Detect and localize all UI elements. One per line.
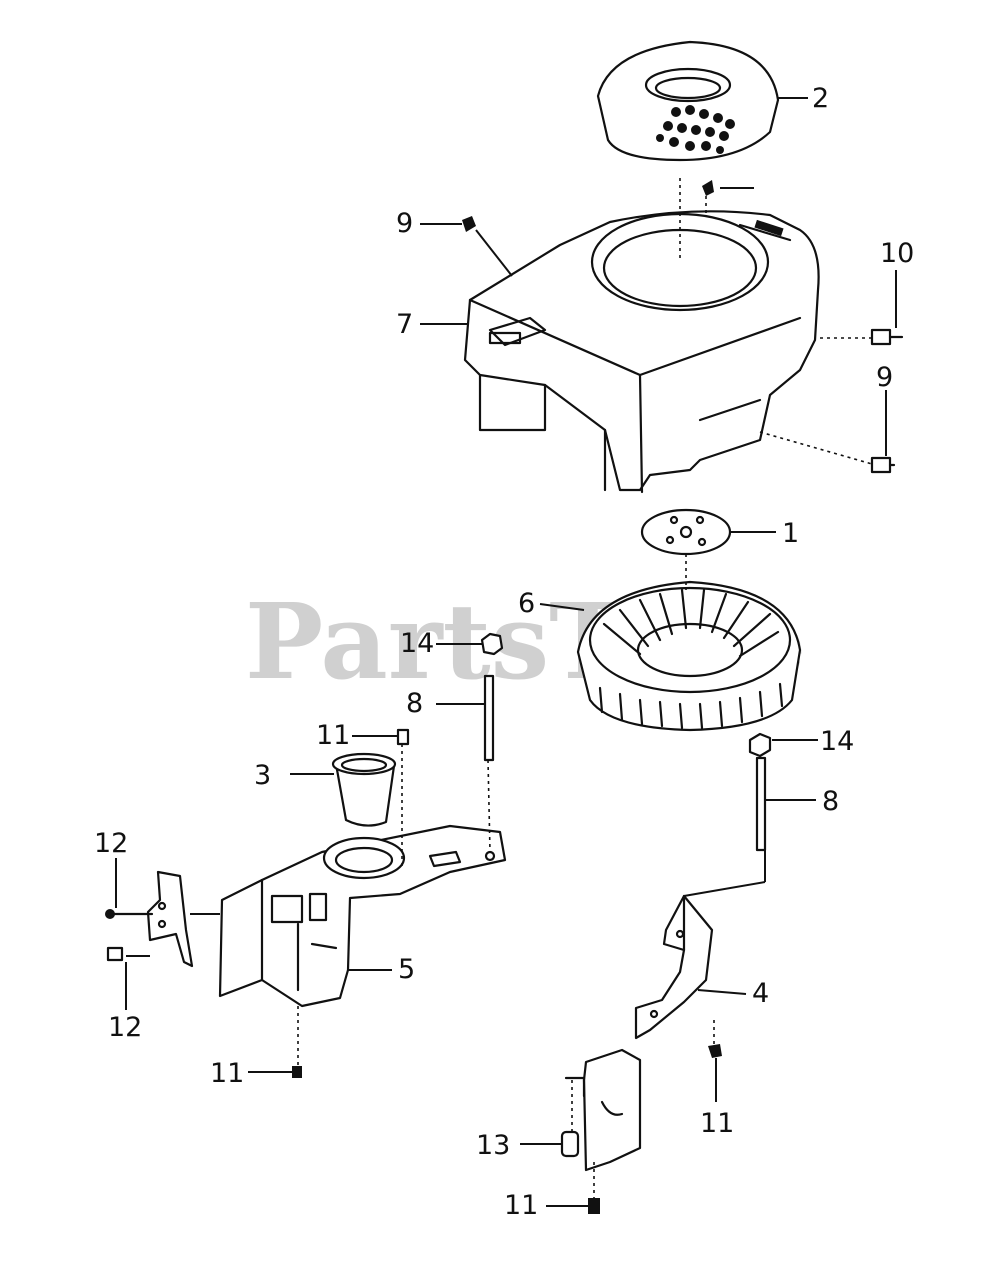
part-lower-shroud-left[interactable] xyxy=(218,824,507,1008)
callout-14-left: 14 xyxy=(400,628,434,659)
bolt-9-right[interactable] xyxy=(870,456,896,474)
part-blower-housing[interactable] xyxy=(463,210,820,494)
callout-11-bottom: 11 xyxy=(504,1190,538,1221)
part-shroud-right[interactable] xyxy=(634,894,714,1040)
bolt-13[interactable] xyxy=(560,1130,580,1158)
bolt-12-upper[interactable] xyxy=(105,909,154,919)
callout-9-upper: 9 xyxy=(396,208,413,239)
part-collar-ring[interactable] xyxy=(331,752,397,827)
bolt-11-lower-left[interactable] xyxy=(292,1066,302,1078)
callout-3: 3 xyxy=(254,760,271,791)
callout-13: 13 xyxy=(476,1130,510,1161)
nut-14-left[interactable] xyxy=(480,632,504,656)
stud-8-left[interactable] xyxy=(483,674,495,762)
bolt-9-upper[interactable] xyxy=(462,216,476,232)
callout-1: 1 xyxy=(782,518,799,549)
bolt-10[interactable] xyxy=(870,328,904,346)
callout-11-lower-left: 11 xyxy=(210,1058,244,1089)
callout-11-top: 11 xyxy=(316,720,350,751)
bolt-11-right[interactable] xyxy=(708,1044,722,1058)
bolt-12-lower[interactable] xyxy=(106,946,124,962)
callout-4: 4 xyxy=(752,978,769,1009)
part-bracket-left[interactable] xyxy=(146,870,194,968)
part-flywheel-fan[interactable] xyxy=(576,580,802,732)
callout-9-right: 9 xyxy=(876,362,893,393)
nut-14-right[interactable] xyxy=(748,732,772,758)
callout-10: 10 xyxy=(880,238,914,269)
assembly-guides xyxy=(297,178,873,1198)
callout-7: 7 xyxy=(396,309,413,340)
callout-12-upper: 12 xyxy=(94,828,128,859)
part-flywheel-plate[interactable] xyxy=(640,508,732,556)
leader-lines xyxy=(115,97,897,1207)
bolt-11-bottom[interactable] xyxy=(588,1198,600,1214)
bolt-11-top[interactable] xyxy=(396,728,410,746)
callout-12-lower: 12 xyxy=(108,1012,142,1043)
callout-8-right: 8 xyxy=(822,786,839,817)
callouts: 2 9 7 10 9 1 6 14 8 11 3 14 8 12 12 5 4 … xyxy=(94,83,914,1221)
callout-8-left: 8 xyxy=(406,688,423,719)
callout-2: 2 xyxy=(812,83,829,114)
callout-11-right: 11 xyxy=(700,1108,734,1139)
callout-6: 6 xyxy=(518,588,535,619)
stud-8-right[interactable] xyxy=(755,756,767,852)
bolt-upper-center[interactable] xyxy=(702,180,714,196)
part-lower-guard-right[interactable] xyxy=(564,1048,642,1172)
callout-14-right: 14 xyxy=(820,726,854,757)
callout-5: 5 xyxy=(398,954,415,985)
part-cover-screen[interactable] xyxy=(596,40,780,162)
